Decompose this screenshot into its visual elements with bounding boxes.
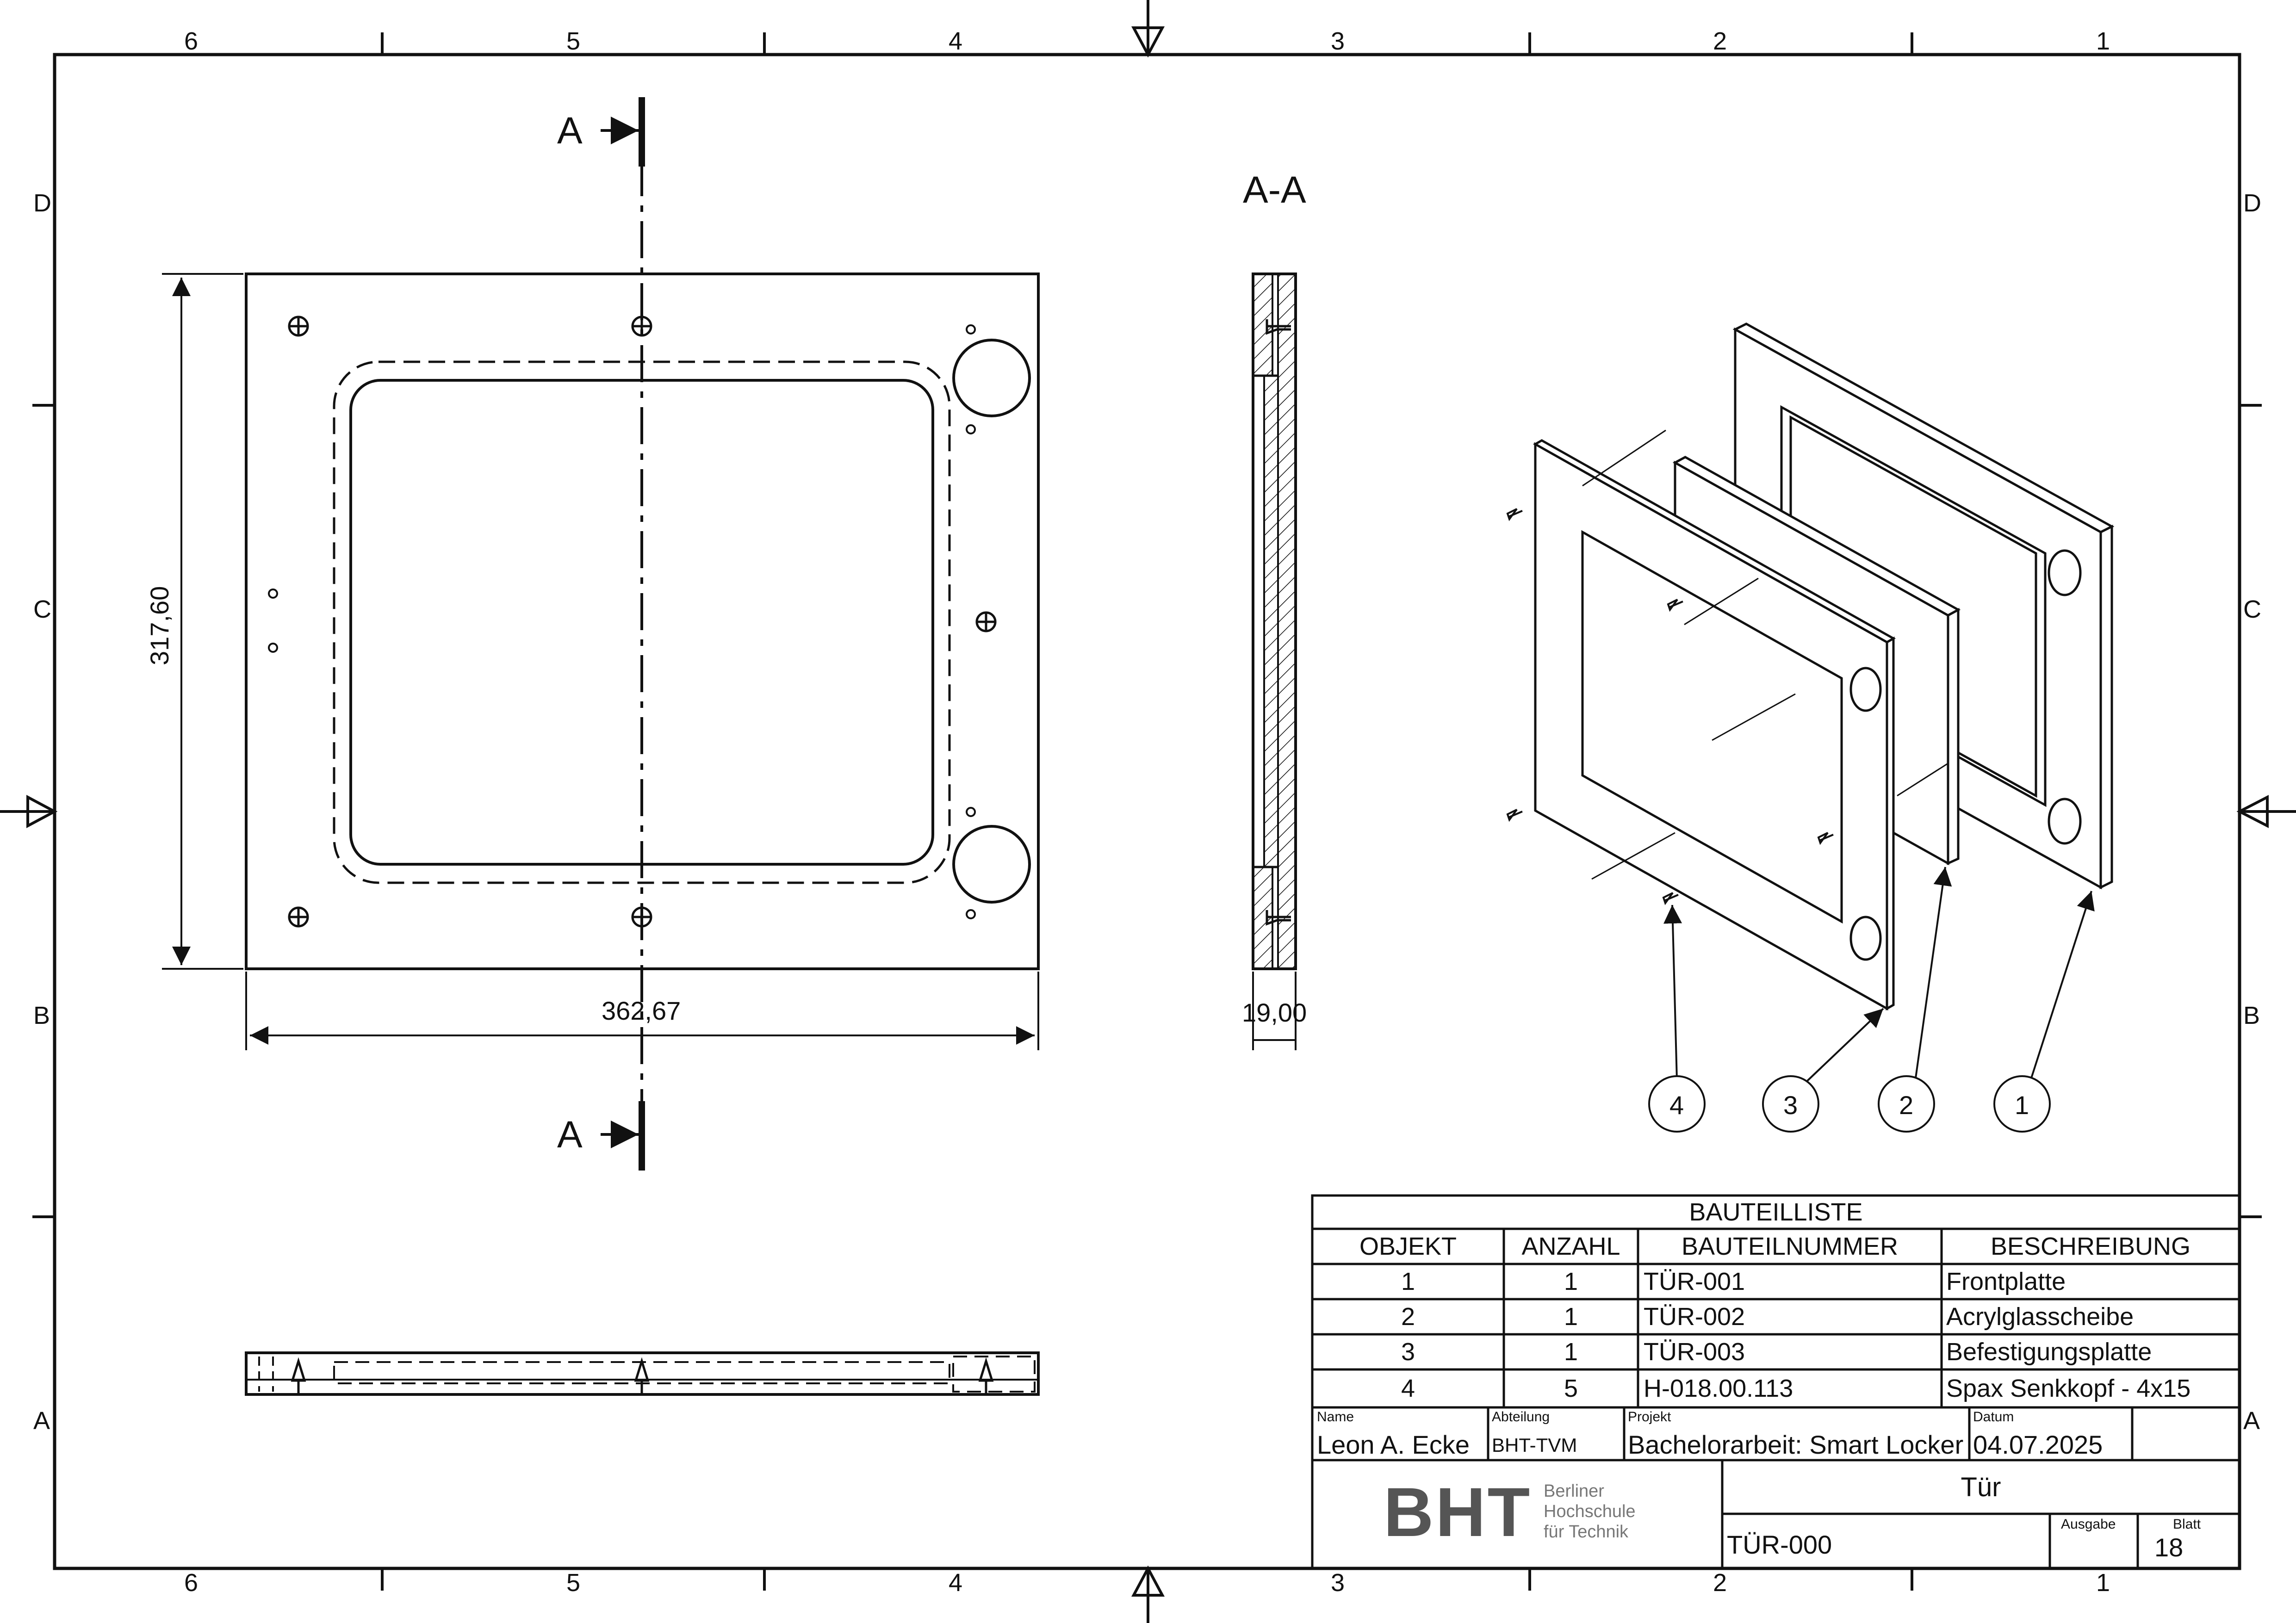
title-block-grid bbox=[1311, 1406, 2241, 1570]
row-label-left: B bbox=[33, 1002, 50, 1029]
dimension-width: 362,67 bbox=[602, 996, 681, 1025]
sheet-label: Blatt bbox=[2173, 1517, 2201, 1532]
parts-list-cell: 5 bbox=[1564, 1375, 1578, 1402]
balloon-label: 1 bbox=[2015, 1090, 2029, 1120]
front-view-dimensions bbox=[162, 273, 1039, 1050]
column-label-bottom: 6 bbox=[184, 1569, 199, 1597]
parts-list-cell: TÜR-001 bbox=[1644, 1268, 1745, 1295]
name-value: Leon A. Ecke bbox=[1317, 1430, 1470, 1459]
parts-list-cell: Acrylglasscheibe bbox=[1946, 1303, 2134, 1331]
row-label-right: C bbox=[2243, 595, 2261, 623]
parts-list-cell: 3 bbox=[1401, 1338, 1415, 1366]
zone-ticks bbox=[32, 32, 2262, 1591]
parts-list-cell: Befestigungsplatte bbox=[1946, 1338, 2152, 1366]
balloon-label: 4 bbox=[1669, 1090, 1684, 1120]
column-label-top: 3 bbox=[1331, 27, 1345, 55]
project-label: Projekt bbox=[1628, 1409, 1671, 1425]
parts-list-header: OBJEKT bbox=[1359, 1233, 1457, 1260]
drawing-number: TÜR-000 bbox=[1727, 1530, 1832, 1559]
sheet-value: 18 bbox=[2154, 1533, 2184, 1562]
dimension-height: 317,60 bbox=[145, 586, 174, 665]
row-label-right: D bbox=[2243, 189, 2261, 217]
parts-list-cell: Frontplatte bbox=[1946, 1268, 2066, 1295]
bht-logo-subtitle: Berliner bbox=[1544, 1481, 1604, 1501]
exploded-view bbox=[1506, 322, 2115, 1133]
parts-list-cell: 2 bbox=[1401, 1303, 1415, 1331]
column-label-bottom: 1 bbox=[2096, 1569, 2110, 1597]
section-view bbox=[1252, 273, 1297, 970]
parts-list-cell: 1 bbox=[1564, 1338, 1578, 1366]
row-label-right: A bbox=[2243, 1407, 2260, 1435]
column-label-bottom: 4 bbox=[949, 1569, 963, 1597]
parts-list-cell: H-018.00.113 bbox=[1644, 1375, 1793, 1402]
department-value: BHT-TVM bbox=[1492, 1434, 1577, 1456]
column-label-top: 6 bbox=[184, 27, 199, 55]
drawing-title: Tür bbox=[1961, 1472, 2001, 1502]
section-view-dimension bbox=[1252, 972, 1297, 1050]
parts-list-cell: 1 bbox=[1564, 1268, 1578, 1295]
parts-list-header: ANZAHL bbox=[1521, 1233, 1620, 1260]
department-label: Abteilung bbox=[1492, 1409, 1550, 1425]
section-view-title: A-A bbox=[1243, 169, 1306, 211]
parts-list-cell: 4 bbox=[1401, 1375, 1415, 1402]
column-label-top: 5 bbox=[566, 27, 581, 55]
column-label-top: 2 bbox=[1713, 27, 1727, 55]
dimension-thickness: 19,00 bbox=[1242, 998, 1307, 1027]
row-label-right: B bbox=[2243, 1002, 2260, 1029]
date-value: 04.07.2025 bbox=[1973, 1430, 2103, 1459]
parts-list-header: BESCHREIBUNG bbox=[1990, 1233, 2191, 1260]
parts-list-cell: 1 bbox=[1401, 1268, 1415, 1295]
parts-list-title: BAUTEILLISTE bbox=[1689, 1198, 1863, 1226]
parts-list-cell: 1 bbox=[1564, 1303, 1578, 1331]
balloon-label: 3 bbox=[1783, 1090, 1798, 1120]
row-label-left: C bbox=[33, 595, 51, 623]
bht-logo: BHT bbox=[1384, 1473, 1532, 1551]
date-label: Datum bbox=[1973, 1409, 2014, 1425]
column-label-bottom: 3 bbox=[1331, 1569, 1345, 1597]
front-view bbox=[245, 97, 1040, 1171]
column-label-top: 1 bbox=[2096, 27, 2110, 55]
issue-label: Ausgabe bbox=[2061, 1517, 2116, 1532]
column-label-bottom: 2 bbox=[1713, 1569, 1727, 1597]
parts-list-cell: Spax Senkkopf - 4x15 bbox=[1946, 1375, 2191, 1402]
column-label-bottom: 5 bbox=[566, 1569, 581, 1597]
bottom-view bbox=[245, 1351, 1040, 1396]
bht-logo-subtitle: Hochschule bbox=[1544, 1502, 1636, 1521]
section-marker-bottom: A bbox=[557, 1114, 583, 1156]
section-marker-top: A bbox=[557, 110, 583, 152]
column-label-top: 4 bbox=[949, 27, 963, 55]
parts-list-header: BAUTEILNUMMER bbox=[1681, 1233, 1899, 1260]
name-label: Name bbox=[1317, 1409, 1354, 1425]
parts-list-cell: TÜR-003 bbox=[1644, 1338, 1745, 1366]
parts-list-cell: TÜR-002 bbox=[1644, 1303, 1745, 1331]
row-label-left: A bbox=[33, 1407, 50, 1435]
part-befestigungsplatte bbox=[1533, 439, 1896, 1011]
part-screws bbox=[1506, 508, 1834, 905]
bht-logo-subtitle: für Technik bbox=[1544, 1522, 1629, 1542]
project-value: Bachelorarbeit: Smart Locker bbox=[1628, 1430, 1964, 1459]
balloon-label: 2 bbox=[1899, 1090, 1914, 1120]
row-label-left: D bbox=[33, 189, 51, 217]
